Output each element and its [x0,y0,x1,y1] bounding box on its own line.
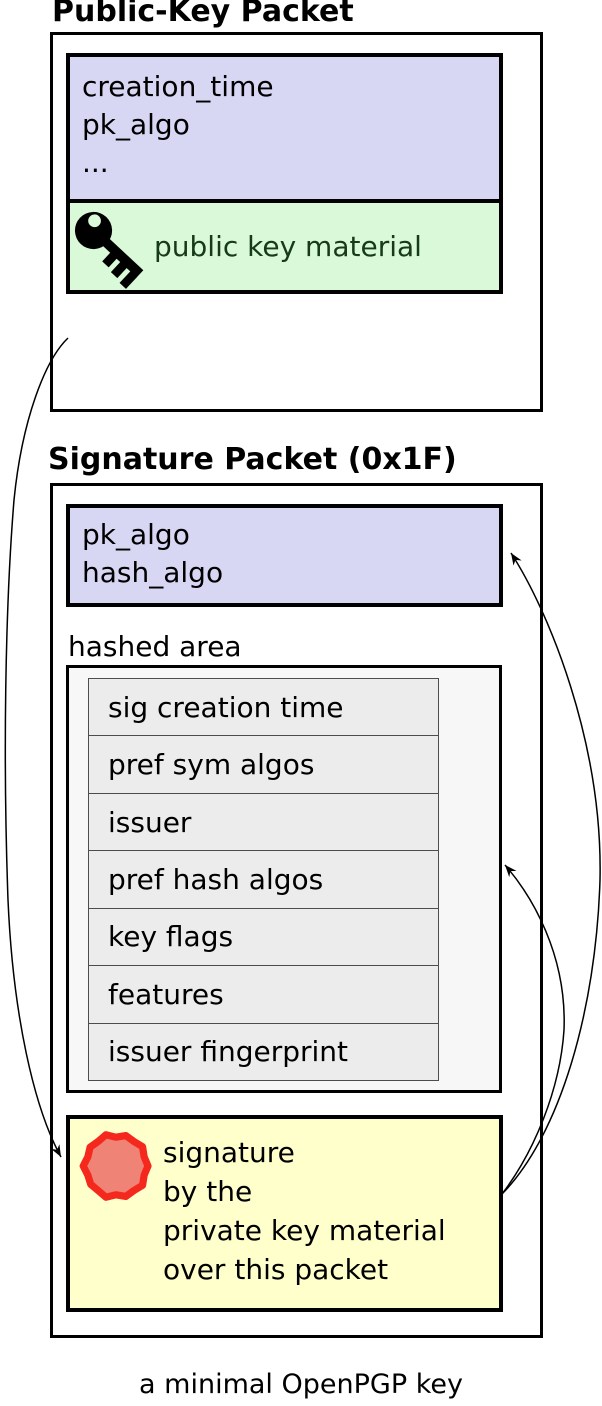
subpacket-row-key-flags: key flags [89,909,438,967]
public-key-packet-header-box: creation_time pk_algo ... public key mat… [66,53,503,294]
field-sig-hash-algo: hash_algo [82,556,224,589]
public-key-material-section: public key material [70,203,499,290]
subpacket-row-issuer-fingerprint: issuer fingerprint [108,1035,349,1069]
key-icon [74,211,144,289]
signature-line-1: signature [163,1136,295,1169]
wax-seal-icon [79,1131,152,1201]
diagram-caption: a minimal OpenPGP key [139,1369,463,1400]
signature-line-3: private key material [163,1214,446,1247]
subpacket-row-pref-sym-algos: pref sym algos [89,736,438,794]
hashed-subpackets-table: sig creation time pref sym algos issuer … [88,678,439,1081]
field-pk-algo: pk_algo [82,108,190,141]
signature-packet-title: Signature Packet (0x1F) [48,442,457,477]
field-sig-pk-algo: pk_algo [82,518,190,551]
subpacket-row-features: features [89,966,438,1024]
subpacket-row-pref-hash-algos: pref hash algos [89,851,438,909]
field-creation-time: creation_time [82,70,274,103]
hashed-area-label: hashed area [68,630,242,663]
signature-line-4: over this packet [163,1253,389,1286]
subpacket-row-sig-creation-time: sig creation time [89,679,438,737]
public-key-material-label: public key material [154,230,422,263]
signature-line-2: by the [163,1175,253,1208]
field-ellipsis: ... [82,146,109,179]
signature-header-box: pk_algo hash_algo [66,504,503,607]
public-key-packet-title: Public-Key Packet [52,0,354,29]
public-key-header-fields: creation_time pk_algo ... [70,57,499,203]
signature-box: signature by the private key material ov… [66,1115,503,1312]
subpacket-row-issuer: issuer [89,794,438,852]
signature-text: signature by the private key material ov… [163,1133,446,1289]
